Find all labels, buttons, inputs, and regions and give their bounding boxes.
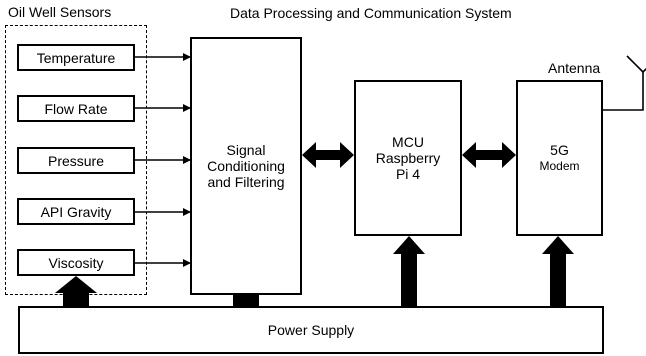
signal-block-line2: Conditioning bbox=[207, 158, 285, 174]
mcu-block-line1: MCU bbox=[392, 134, 424, 150]
modem-block-line1: 5G bbox=[550, 142, 569, 158]
bidirectional-arrow-signal-mcu bbox=[302, 142, 354, 168]
signal-block-line1: Signal bbox=[226, 142, 266, 158]
system-title: Data Processing and Communication System bbox=[230, 5, 512, 21]
power-supply-label: Power Supply bbox=[267, 322, 355, 338]
sensors-title: Oil Well Sensors bbox=[8, 4, 112, 20]
sensor-pressure: Pressure bbox=[17, 147, 135, 174]
signal-conditioning-block: Signal Conditioning and Filtering bbox=[190, 37, 302, 295]
mcu-block: MCU Raspberry Pi 4 bbox=[354, 80, 462, 236]
sensor-api-gravity: API Gravity bbox=[17, 198, 135, 225]
antenna-icon bbox=[603, 55, 646, 111]
power-supply-block: Power Supply bbox=[18, 306, 604, 354]
bidirectional-arrow-mcu-modem bbox=[462, 142, 516, 168]
mcu-block-line3: Pi 4 bbox=[395, 166, 421, 182]
mcu-block-line2: Raspberry bbox=[375, 150, 441, 166]
antenna-label: Antenna bbox=[548, 60, 601, 76]
power-arrow-sensors bbox=[55, 276, 97, 306]
sensor-temperature: Temperature bbox=[17, 44, 135, 71]
power-arrow-mcu bbox=[393, 236, 425, 306]
modem-block-line2: Modem bbox=[539, 159, 580, 173]
power-arrow-modem bbox=[542, 236, 574, 306]
sensor-viscosity: Viscosity bbox=[17, 249, 135, 276]
sensor-flow-rate: Flow Rate bbox=[17, 95, 135, 122]
modem-block: 5G Modem bbox=[516, 80, 603, 236]
signal-block-line3: and Filtering bbox=[207, 174, 285, 190]
